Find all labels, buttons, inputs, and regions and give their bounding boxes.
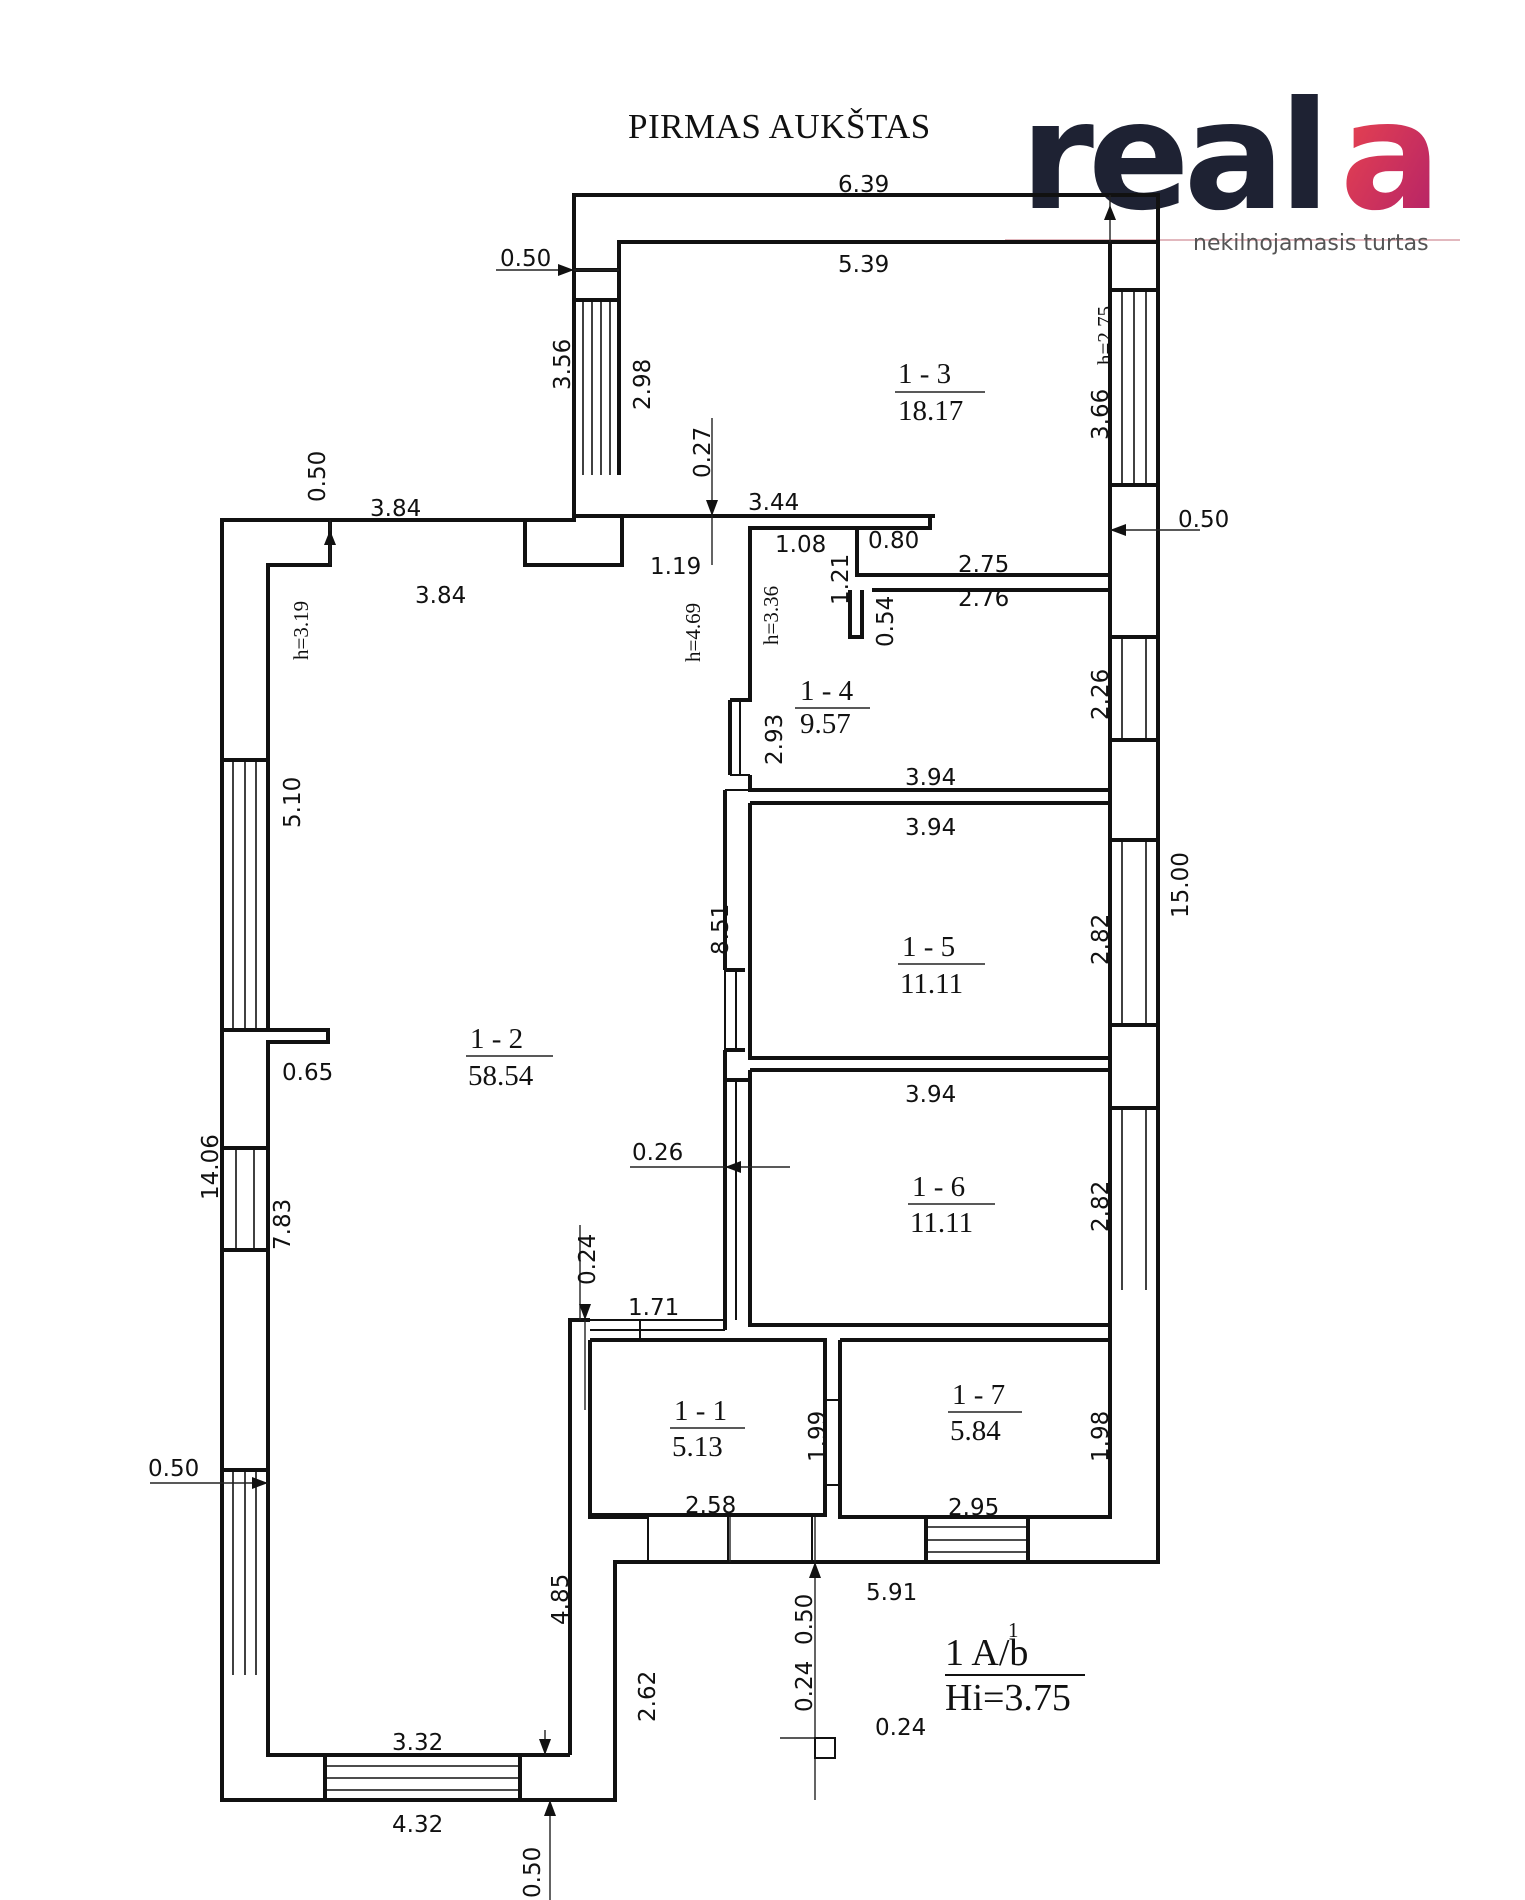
- room-id: 1 - 3: [898, 358, 951, 390]
- dim-15-00: 15.00: [1168, 852, 1194, 918]
- dim-3-94-room6: 3.94: [905, 1082, 956, 1108]
- dim-0-54: 0.54: [873, 596, 899, 647]
- dim-0-24-mid: 0.24: [575, 1234, 601, 1285]
- stamp-line2: Hi=3.75: [945, 1677, 1071, 1719]
- height-3-36: h=3.36: [759, 586, 783, 645]
- dim-0-24-corner: 0.24: [875, 1715, 926, 1741]
- dim-8-51: 8.51: [708, 904, 734, 955]
- room-id: 1 - 6: [912, 1171, 965, 1203]
- room-1-3: 1 - 3 18.17: [895, 358, 985, 427]
- dim-3-32: 3.32: [392, 1730, 443, 1756]
- room-area: 11.11: [900, 968, 963, 1000]
- dim-1-71: 1.71: [628, 1295, 679, 1321]
- height-3-19: h=3.19: [289, 601, 313, 660]
- height-labels: h=2.75 h=3.19 h=4.69 h=3.36: [289, 306, 1117, 662]
- dim-0-50-left-top: 0.50: [305, 451, 331, 502]
- dim-5-91: 5.91: [866, 1580, 917, 1606]
- dim-5-10: 5.10: [280, 777, 306, 828]
- dim-0-50-bottom-mid: 0.50: [792, 1594, 818, 1645]
- dim-0-50-left-bottom: 0.50: [148, 1456, 199, 1482]
- dim-0-50-bottom-left: 0.50: [520, 1847, 546, 1898]
- logo-tagline: nekilnojamasis turtas: [1193, 231, 1429, 256]
- dim-1-21: 1.21: [828, 554, 854, 605]
- room-1-5: 1 - 5 11.11: [898, 931, 985, 1000]
- dim-0-50-top: 0.50: [500, 246, 551, 272]
- room-id: 1 - 5: [902, 931, 955, 963]
- room-id: 1 - 4: [800, 675, 854, 707]
- dim-14-06: 14.06: [198, 1134, 224, 1200]
- dim-2-26: 2.26: [1088, 669, 1114, 720]
- room-id: 1 - 7: [952, 1379, 1005, 1411]
- height-4-69: h=4.69: [681, 603, 705, 662]
- dim-0-27: 0.27: [690, 427, 716, 478]
- room-area: 18.17: [898, 395, 963, 427]
- dim-7-83: 7.83: [270, 1199, 296, 1250]
- dim-0-26: 0.26: [632, 1140, 683, 1166]
- room-1-6: 1 - 6 11.11: [908, 1171, 995, 1239]
- dim-2-82-room5: 2.82: [1088, 914, 1114, 965]
- dim-4-32: 4.32: [392, 1812, 443, 1838]
- room-area: 58.54: [468, 1060, 534, 1092]
- dim-2-76: 2.76: [958, 586, 1009, 612]
- room-id: 1 - 1: [674, 1395, 727, 1427]
- floor-title: PIRMAS AUKŠTAS: [628, 107, 931, 146]
- dim-1-19: 1.19: [650, 554, 701, 580]
- dimension-values: 6.39 5.39 0.50 3.56 2.98 0.27 3.44 0.50 …: [148, 172, 1229, 1898]
- dim-0-24-bottom: 0.24: [792, 1661, 818, 1712]
- dim-3-44: 3.44: [748, 490, 799, 516]
- dim-2-75: 2.75: [958, 552, 1009, 578]
- room-area: 11.11: [910, 1207, 973, 1239]
- partitions: [570, 514, 1112, 1517]
- height-2-75: h=2.75: [1093, 306, 1117, 365]
- dim-0-65: 0.65: [282, 1060, 333, 1086]
- dim-1-98: 1.98: [1088, 1411, 1114, 1462]
- dim-5-39: 5.39: [838, 252, 889, 278]
- logo-word-accent: a: [1340, 70, 1435, 244]
- room-area: 5.13: [672, 1431, 723, 1463]
- dim-2-62: 2.62: [635, 1671, 661, 1722]
- dim-3-84-inner: 3.84: [415, 583, 466, 609]
- dim-2-58: 2.58: [685, 1493, 736, 1519]
- dim-3-66: 3.66: [1088, 389, 1114, 440]
- reala-logo: real a nekilnojamasis turtas: [1005, 70, 1460, 256]
- dim-6-39: 6.39: [838, 172, 889, 198]
- dim-2-95: 2.95: [948, 1495, 999, 1521]
- dim-0-50-right: 0.50: [1178, 507, 1229, 533]
- room-id: 1 - 2: [470, 1023, 523, 1055]
- dim-2-82-room6: 2.82: [1088, 1181, 1114, 1232]
- walls: [220, 193, 1160, 1802]
- dim-3-94-room4: 3.94: [905, 765, 956, 791]
- room-1-4: 1 - 4 9.57: [795, 675, 870, 740]
- stamp-superscript: 1: [1008, 1618, 1019, 1642]
- dim-4-85: 4.85: [548, 1574, 574, 1625]
- dim-3-56: 3.56: [550, 339, 576, 390]
- dim-1-08: 1.08: [775, 532, 826, 558]
- logo-word-dark: real: [1020, 70, 1324, 244]
- dim-0-80: 0.80: [868, 528, 919, 554]
- room-1-1: 1 - 1 5.13: [670, 1395, 745, 1463]
- dim-3-84-outer: 3.84: [370, 496, 421, 522]
- dimension-lines: [150, 195, 1200, 1900]
- stamp-line1: 1 A/b: [945, 1632, 1028, 1674]
- building-stamp: 1 A/b 1 Hi=3.75: [945, 1618, 1085, 1719]
- dim-2-93: 2.93: [762, 714, 788, 765]
- dim-3-94-room5: 3.94: [905, 815, 956, 841]
- room-1-2: 1 - 2 58.54: [466, 1023, 553, 1092]
- room-area: 9.57: [800, 708, 851, 740]
- room-area: 5.84: [950, 1415, 1001, 1447]
- room-1-7: 1 - 7 5.84: [948, 1379, 1022, 1447]
- dim-1-99: 1.99: [805, 1411, 831, 1462]
- dim-2-98: 2.98: [630, 359, 656, 410]
- room-labels: 1 - 3 18.17 1 - 4 9.57 1 - 5 11.11 1 - 6…: [466, 358, 1022, 1463]
